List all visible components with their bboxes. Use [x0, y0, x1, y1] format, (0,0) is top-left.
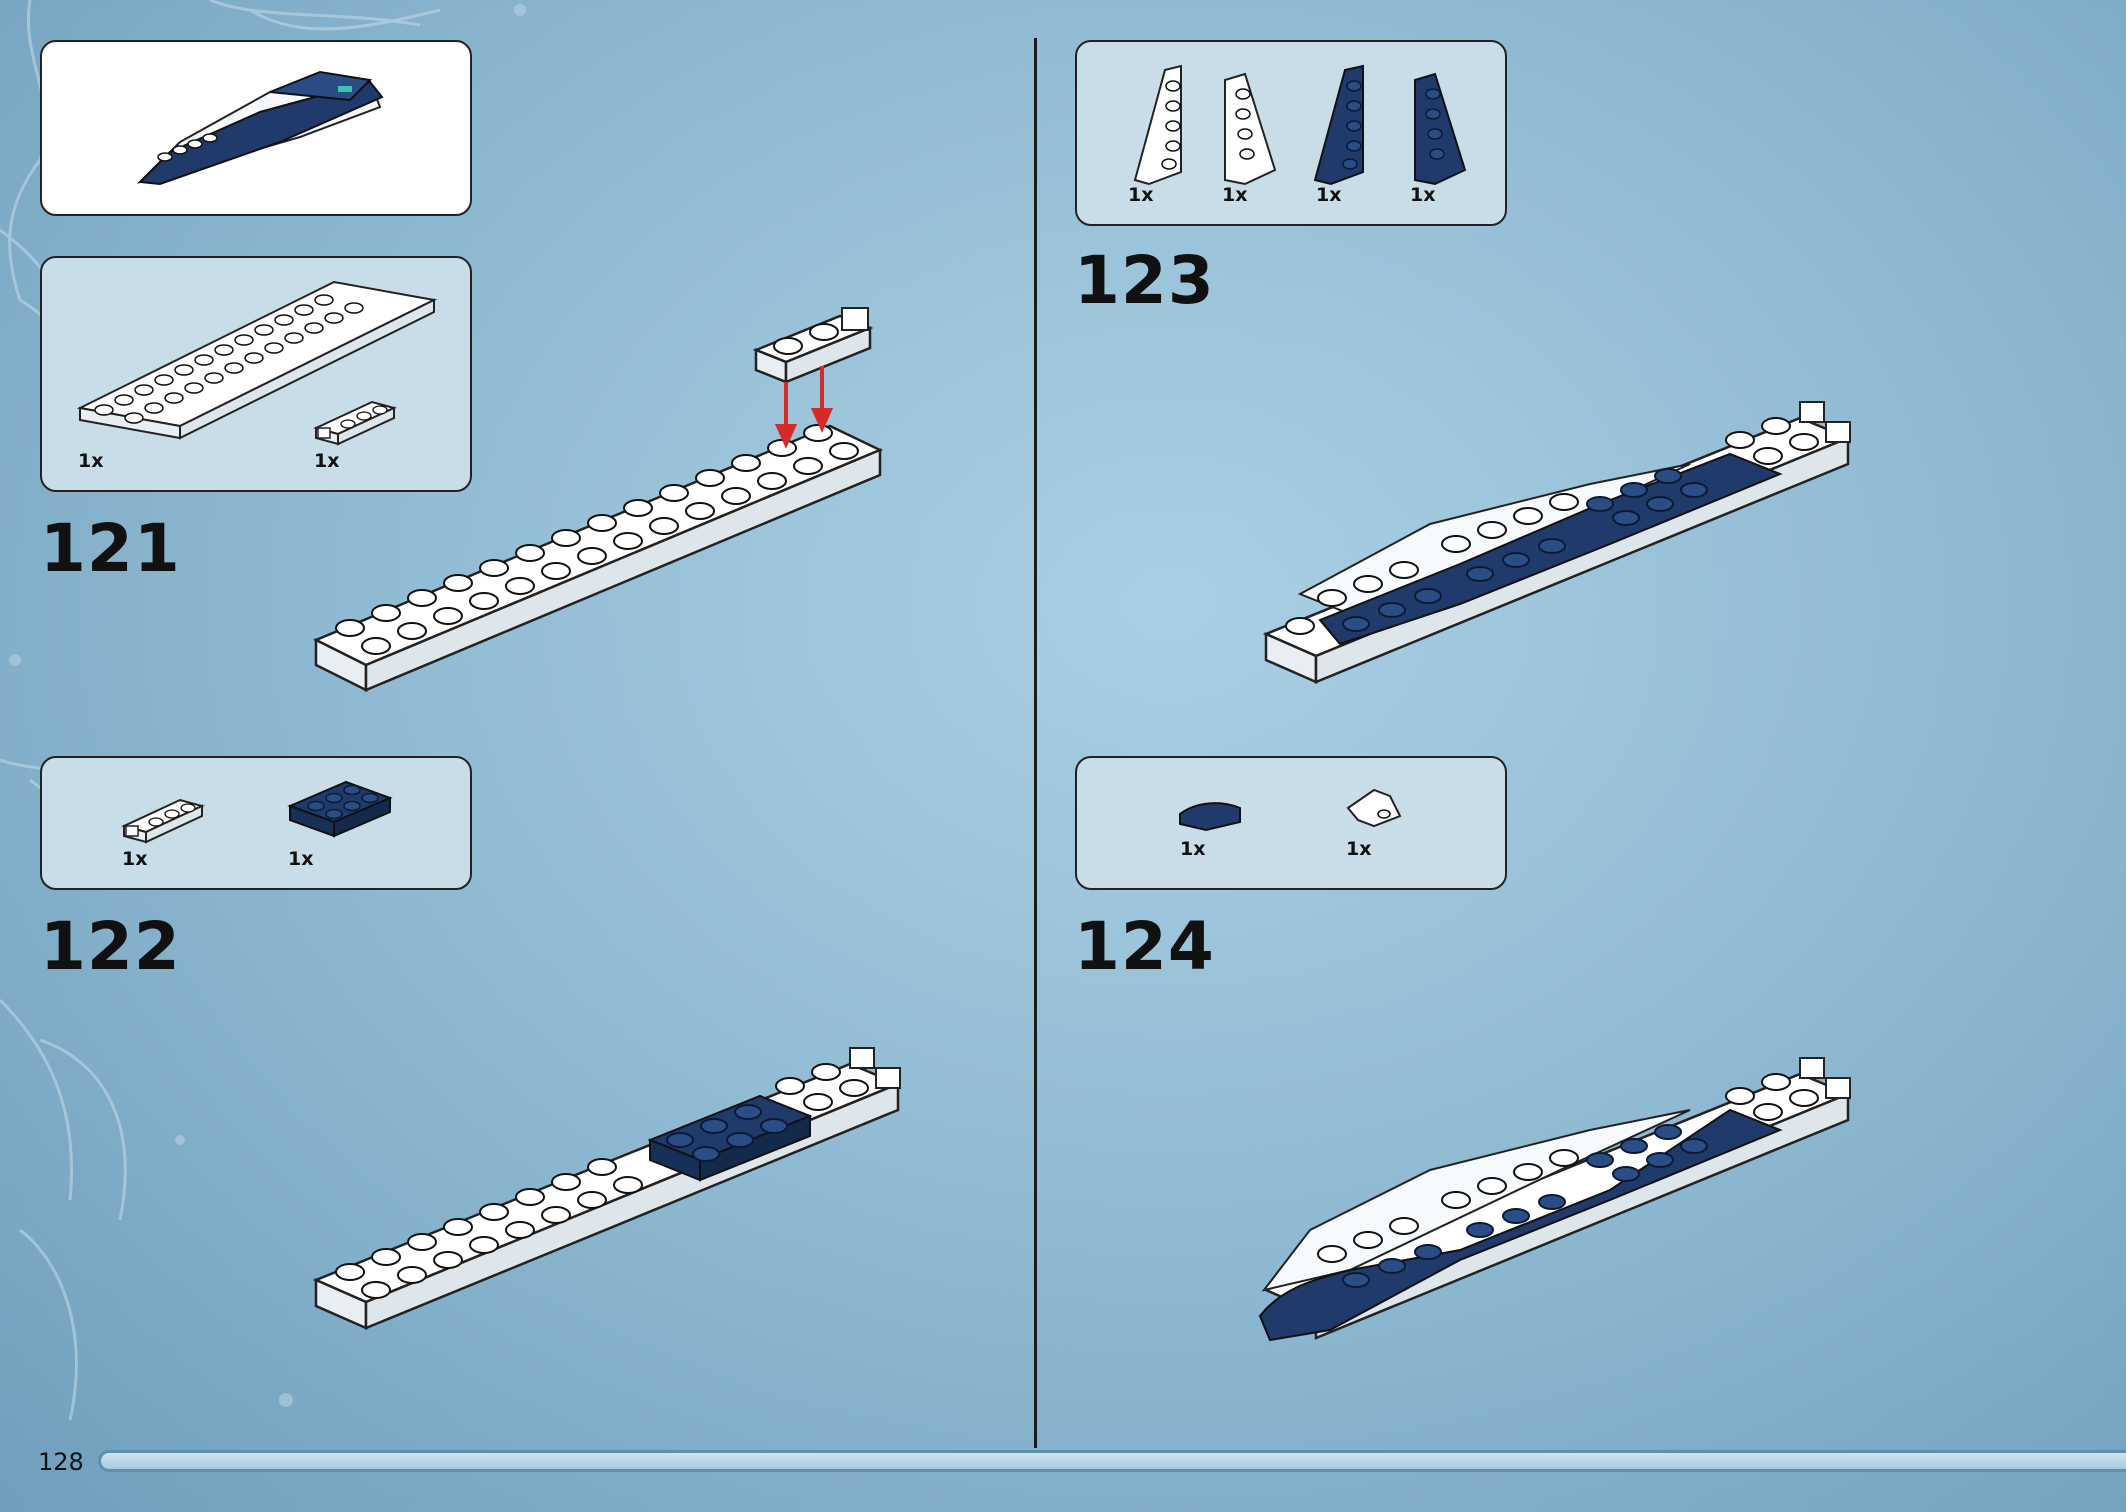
step-123-number: 123: [1074, 242, 1215, 319]
dark-blue-curved-slope-icon: [1179, 802, 1241, 832]
step-122-number: 122: [40, 908, 181, 985]
footer-progress-bar: [98, 1450, 2126, 1472]
white-wing-tip-icon: [1346, 788, 1402, 828]
step-124-part-2-qty: 1x: [1346, 838, 1372, 860]
step-121-assembly-icon: [312, 307, 884, 693]
step-122-assembly-icon: [312, 1047, 902, 1330]
step-124-number: 124: [1074, 908, 1215, 985]
page-divider: [1034, 38, 1037, 1448]
wedge-plates-icon: [1133, 64, 1467, 186]
step-123-part-1-qty: 1x: [1128, 184, 1154, 206]
step-121-part-2-qty: 1x: [314, 450, 340, 472]
step-123-part-3-qty: 1x: [1316, 184, 1342, 206]
step-124-assembly-icon: [1258, 1057, 1852, 1342]
step-122-parts-panel: [40, 756, 472, 890]
overview-model-icon: [136, 70, 384, 186]
step-123-assembly-icon: [1262, 401, 1852, 684]
step-124-parts-panel: [1075, 756, 1507, 890]
step-121-number: 121: [40, 510, 181, 587]
step-123-part-2-qty: 1x: [1222, 184, 1248, 206]
step-123-part-4-qty: 1x: [1410, 184, 1436, 206]
overview-panel: [40, 40, 472, 216]
page-number: 128: [38, 1448, 84, 1476]
white-plate-2x12-icon: [76, 280, 438, 440]
step-121-part-1-qty: 1x: [78, 450, 104, 472]
white-plate-clip-icon: [121, 798, 205, 844]
white-plate-clip-icon: [313, 400, 397, 446]
step-122-part-1-qty: 1x: [122, 848, 148, 870]
step-122-part-2-qty: 1x: [288, 848, 314, 870]
step-124-part-1-qty: 1x: [1180, 838, 1206, 860]
dark-blue-plate-2x3-icon: [287, 780, 393, 838]
